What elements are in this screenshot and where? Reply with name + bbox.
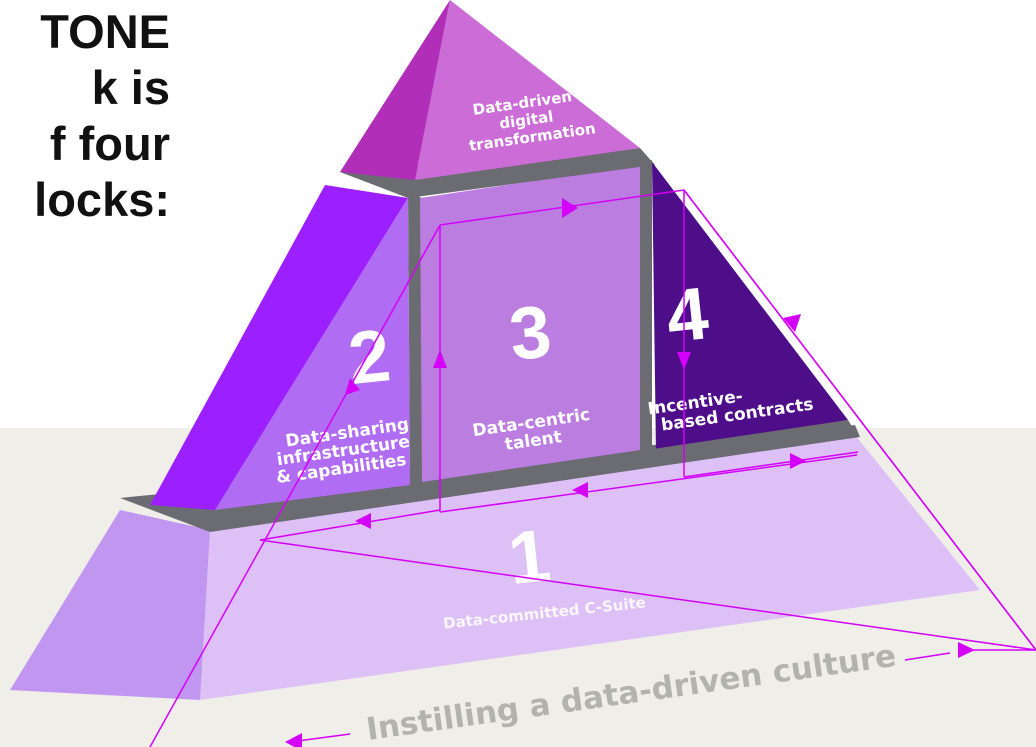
block-2-front-face xyxy=(215,198,410,510)
flow-line-left-diagonal xyxy=(149,224,441,747)
arrow-diagonal-right xyxy=(783,314,801,332)
block-3-number: 3 xyxy=(506,289,556,376)
headline-line-3: f four xyxy=(49,117,170,170)
arrow-center-right xyxy=(790,453,806,469)
headline-line-4: locks: xyxy=(34,173,170,226)
headline-line-2: k is xyxy=(91,61,170,114)
block-2-side-face xyxy=(150,185,408,510)
arrow-right-down xyxy=(677,352,691,370)
block-2: 2 Data-sharing infrastructure & capabili… xyxy=(150,185,411,510)
headline-line-1: TONE xyxy=(40,5,170,58)
block-top-front-face xyxy=(415,0,640,180)
block-4: 4 Incentive- based contracts xyxy=(215,162,858,515)
flow-arrows xyxy=(285,198,975,747)
arrow-top-right xyxy=(562,198,578,218)
flow-line-right-horizon xyxy=(683,451,859,478)
block-3-top-ledge xyxy=(340,148,655,198)
flow-line-bottom-right-lead xyxy=(904,652,951,661)
block-4-front-face xyxy=(652,162,848,452)
arrow-diagonal-left xyxy=(345,378,360,395)
block-top: Data-driven digital transformation xyxy=(340,0,640,180)
arrow-left-up xyxy=(433,350,447,368)
block-3: 3 Data-centric talent xyxy=(340,148,655,485)
flow-line-right-diagonal xyxy=(683,189,1036,651)
arrow-bottom-left xyxy=(355,513,371,529)
arrow-center-left xyxy=(572,482,588,498)
block-1-front-face xyxy=(200,435,980,700)
block-4-bottom-ledge xyxy=(215,420,858,515)
block-1-side-face xyxy=(10,510,210,700)
headline: TONE k is f four locks: xyxy=(0,4,200,228)
flow-lines xyxy=(149,189,1036,747)
block-top-side-face xyxy=(340,0,450,180)
block-4-number: 4 xyxy=(663,271,713,358)
flow-loop-center xyxy=(439,454,858,513)
arrow-bottom-far-left xyxy=(285,733,302,747)
flow-loop-inner xyxy=(259,189,1036,651)
block-3-front-face xyxy=(420,165,640,482)
arrow-bottom-right xyxy=(958,642,975,658)
block-1-number: 1 xyxy=(505,513,555,600)
block-3-gap-right xyxy=(640,160,652,452)
